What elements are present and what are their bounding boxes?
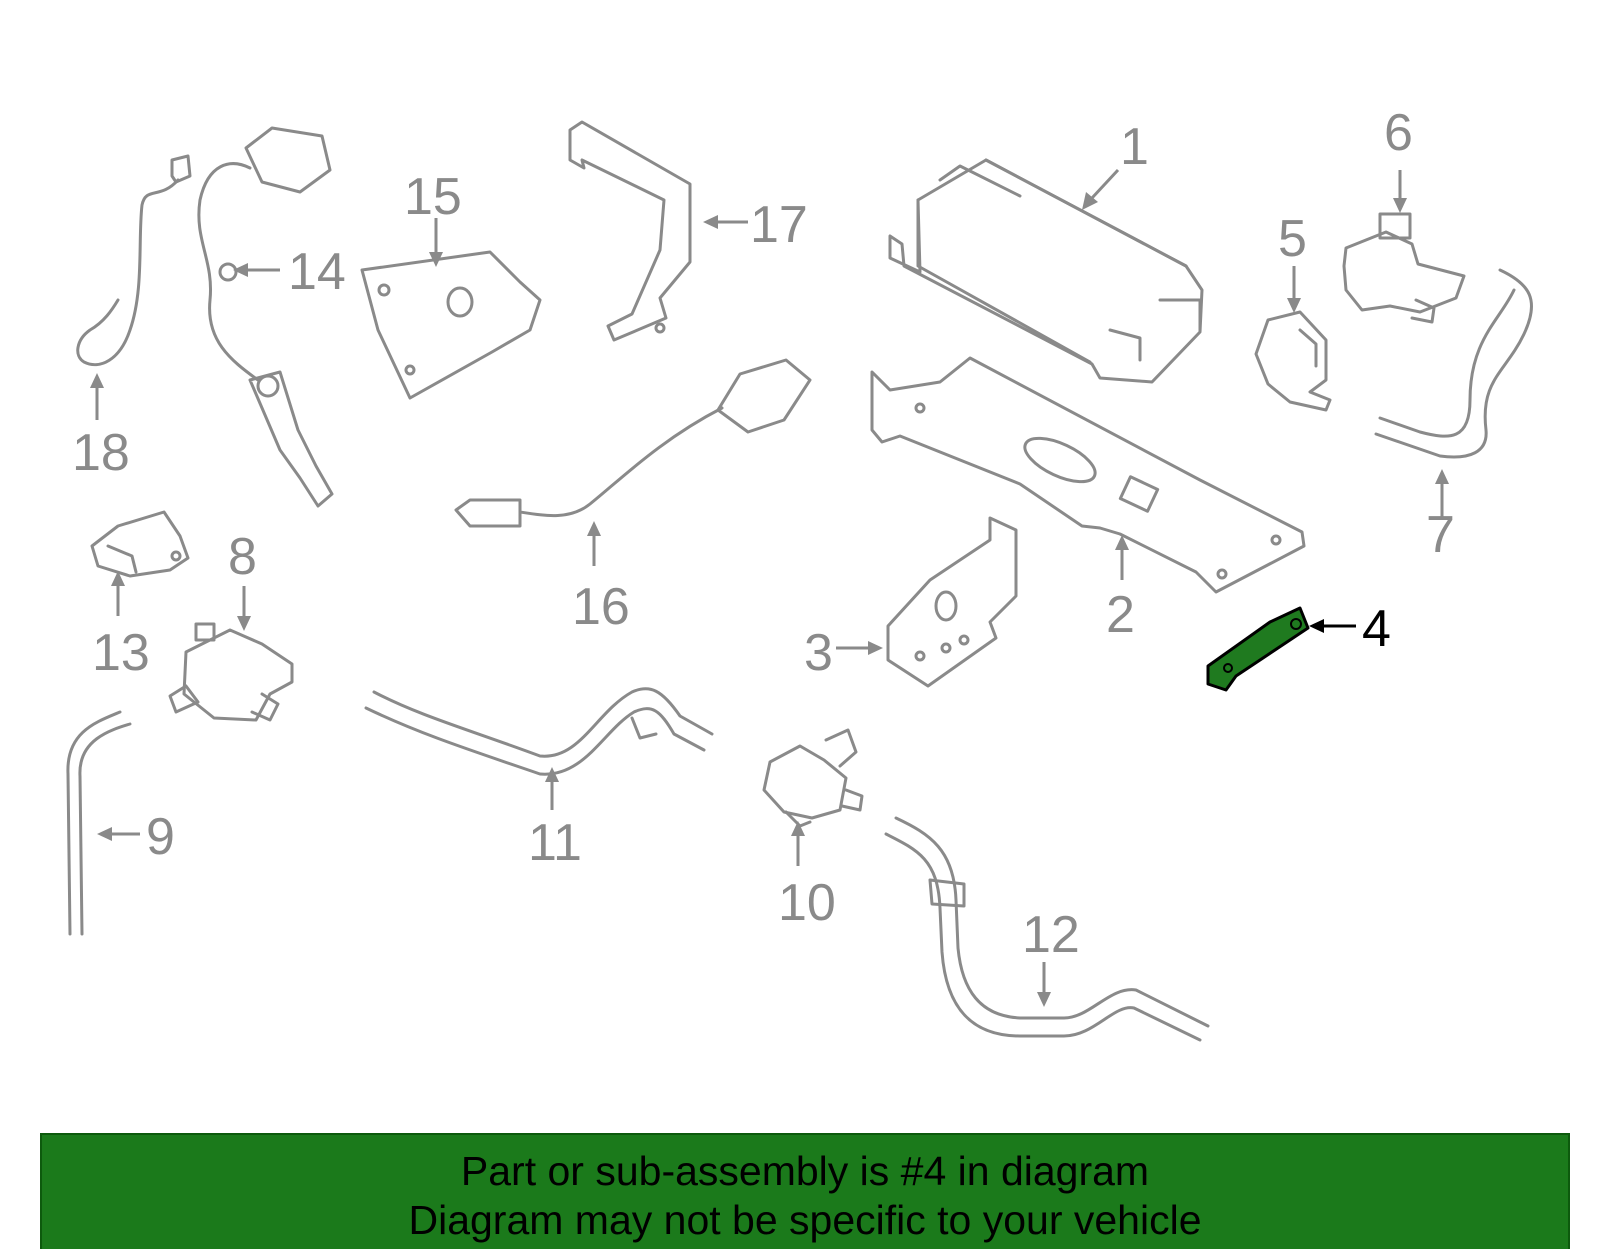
svg-text:7: 7: [1426, 506, 1455, 564]
info-banner: Part or sub-assembly is #4 in diagram Di…: [40, 1133, 1570, 1249]
svg-text:17: 17: [750, 196, 808, 254]
part-11-hose[interactable]: [364, 687, 714, 776]
callout-14: 14: [233, 243, 346, 301]
svg-text:3: 3: [804, 624, 833, 682]
part-12-hose[interactable]: [884, 816, 1210, 1042]
svg-text:5: 5: [1278, 210, 1307, 268]
callout-10: 10: [778, 821, 836, 932]
part-17-bracket[interactable]: [568, 120, 692, 342]
svg-text:18: 18: [72, 424, 130, 482]
callout-18: 18: [72, 373, 130, 482]
part-16-rear-oxygen-sensor[interactable]: [454, 358, 812, 528]
banner-line-disclaimer: Diagram may not be specific to your vehi…: [408, 1197, 1202, 1243]
svg-text:4: 4: [1362, 600, 1391, 658]
part-4-bracket-highlighted[interactable]: [1206, 606, 1310, 692]
svg-text:10: 10: [778, 874, 836, 932]
part-10-purge-valve[interactable]: [762, 728, 864, 828]
callout-7: 7: [1426, 469, 1455, 564]
callout-17: 17: [703, 196, 808, 254]
part-2-canister-bracket[interactable]: [870, 356, 1306, 594]
part-3-bracket[interactable]: [886, 516, 1018, 688]
callout-16: 16: [572, 521, 630, 636]
svg-text:14: 14: [288, 243, 346, 301]
part-15-heat-shield[interactable]: [360, 250, 542, 400]
svg-text:15: 15: [404, 168, 462, 226]
callout-1: 1: [1082, 118, 1149, 210]
part-1-canister[interactable]: [888, 158, 1204, 384]
part-7-hose[interactable]: [1374, 268, 1534, 459]
callout-4: 4: [1309, 600, 1391, 658]
svg-text:11: 11: [528, 814, 582, 872]
banner-line-part-number: Part or sub-assembly is #4 in diagram: [460, 1148, 1150, 1194]
part-13-sensor[interactable]: [90, 510, 190, 578]
callout-15: 15: [404, 168, 462, 267]
svg-text:9: 9: [146, 808, 175, 866]
svg-text:8: 8: [228, 528, 257, 586]
part-5-sensor[interactable]: [1254, 310, 1332, 412]
svg-text:12: 12: [1022, 906, 1080, 964]
part-6-valve[interactable]: [1342, 212, 1466, 324]
callout-8: 8: [228, 528, 257, 631]
callout-5: 5: [1278, 210, 1307, 313]
callout-3: 3: [804, 624, 883, 682]
svg-text:6: 6: [1384, 104, 1413, 162]
svg-text:2: 2: [1106, 586, 1135, 644]
svg-text:1: 1: [1120, 118, 1149, 176]
callout-11: 11: [528, 767, 582, 872]
part-8-solenoid-valve[interactable]: [168, 622, 294, 722]
part-18-sensor-harness[interactable]: [76, 154, 192, 367]
callout-6: 6: [1384, 104, 1413, 213]
callout-12: 12: [1022, 906, 1080, 1007]
svg-text:16: 16: [572, 578, 630, 636]
callout-9: 9: [97, 808, 175, 866]
part-14-oxygen-sensor[interactable]: [197, 126, 334, 508]
callout-2: 2: [1106, 535, 1135, 644]
svg-text:13: 13: [92, 624, 150, 682]
part-9-hose[interactable]: [66, 710, 132, 936]
callout-13: 13: [92, 571, 150, 682]
